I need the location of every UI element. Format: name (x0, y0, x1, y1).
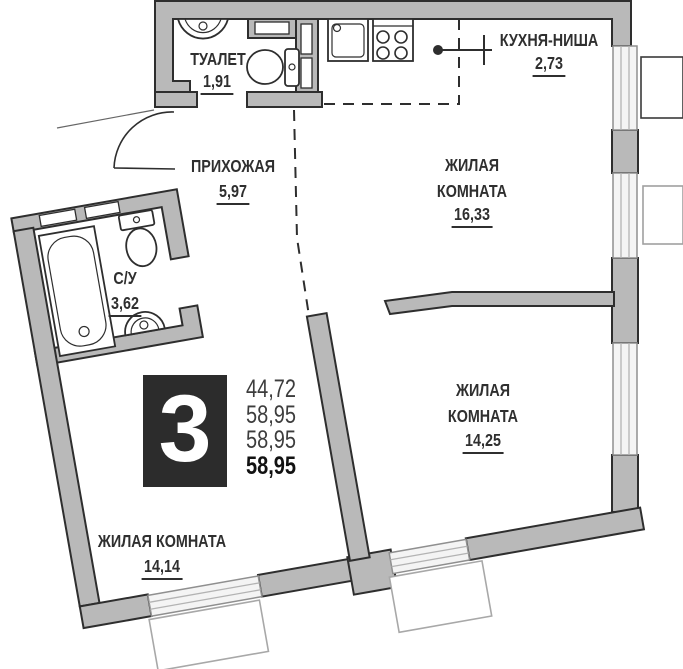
room-label-living-room-3: ЖИЛАЯ КОМНАТА (97, 531, 227, 551)
room-label-toilet: ТУАЛЕТ (190, 49, 246, 69)
wall-right-pier-2 (611, 257, 639, 344)
room-area-bathroom: 3,62 (108, 293, 142, 317)
door-leaf-icon (113, 167, 176, 170)
balconies (148, 559, 493, 669)
zoning-dashed-lines (293, 19, 460, 317)
window-icon (147, 575, 263, 617)
door-swing-arc-icon (113, 111, 175, 169)
room-label-hallway: ПРИХОЖАЯ (190, 156, 276, 176)
room-area-hallway: 5,97 (216, 181, 250, 205)
kitchen-niche-boundary (324, 19, 460, 105)
wall-bottom-3 (464, 506, 646, 562)
wall-interior (305, 311, 371, 562)
toilet-icon (246, 49, 284, 85)
external-boxes (640, 56, 683, 245)
hallway-boundary (293, 109, 310, 317)
room-area-living-room-3: 14,14 (141, 556, 183, 580)
area-figure: 58,95 (246, 426, 297, 455)
room-area-living-room-1: 16,33 (451, 204, 493, 228)
bathroom-fixtures (37, 209, 166, 358)
windows-bottom (147, 538, 471, 617)
rotated-wing (10, 188, 646, 669)
landing-line (56, 109, 155, 129)
area-figure-total: 58,95 (246, 451, 297, 480)
balcony-box-icon (640, 56, 683, 119)
kitchen-fixtures (327, 18, 414, 62)
room-area-living-room-2: 14,25 (462, 430, 504, 454)
balcony-box-icon (388, 559, 493, 634)
room-label-kitchen-niche: КУХНЯ-НИША (499, 30, 599, 50)
room-area-kitchen-niche: 2,73 (532, 53, 566, 77)
balcony-box-icon (148, 599, 270, 669)
toilet-fixtures (176, 18, 300, 87)
wall-toilet-bottom-right (246, 91, 323, 108)
area-figure: 58,95 (246, 400, 297, 429)
vent-slots (254, 21, 313, 89)
window-icon (388, 538, 471, 575)
room-label-living-room-1: ЖИЛАЯ КОМНАТА (436, 155, 508, 201)
windows-right (612, 45, 638, 456)
area-figure: 44,72 (246, 375, 297, 403)
entrance-door (56, 109, 176, 170)
window-icon (612, 342, 638, 456)
window-icon (612, 172, 638, 259)
window-icon (612, 45, 638, 131)
wall-toilet-bottom-left (154, 91, 198, 108)
area-figures: 44,72 58,95 58,95 58,95 (246, 375, 297, 480)
room-label-living-room-2: ЖИЛАЯ КОМНАТА (447, 380, 519, 426)
wall-right-pier-3 (611, 454, 639, 513)
room-label-bathroom: С/У (113, 268, 137, 288)
wall-between-rooms (383, 291, 615, 316)
balcony-box-icon (642, 185, 683, 245)
wall-right-pier-1 (611, 129, 639, 174)
vent-slots-bathroom (38, 200, 121, 228)
riser-symbol (433, 35, 492, 65)
room-area-toilet: 1,91 (200, 71, 234, 95)
rooms-count-badge: 3 (143, 375, 227, 487)
